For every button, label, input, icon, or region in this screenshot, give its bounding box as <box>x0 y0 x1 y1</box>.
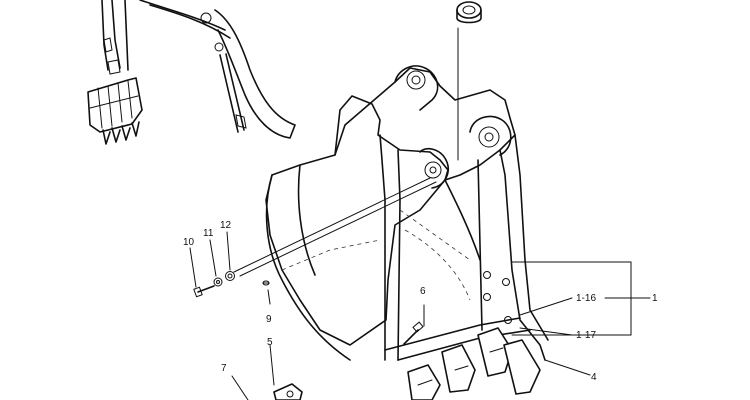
callout-1-16: 1-16 <box>576 293 596 304</box>
callout-9: 9 <box>266 314 272 325</box>
bolt-washer-set <box>193 271 235 298</box>
excavator-arm-inset <box>87 0 296 145</box>
callout-7: 7 <box>221 363 227 374</box>
side-cutter-part <box>273 383 303 400</box>
callout-10: 10 <box>183 237 195 248</box>
pin-part <box>233 177 437 286</box>
bucket-assembly <box>265 65 549 361</box>
bushing-part <box>456 1 482 161</box>
callout-4: 4 <box>591 372 597 383</box>
leader-lines <box>189 231 651 400</box>
callout-labels: 1 1-16 1-17 4 5 6 7 9 10 11 12 <box>183 220 658 383</box>
callout-1: 1 <box>652 293 658 304</box>
callout-5: 5 <box>267 337 273 348</box>
callout-6: 6 <box>420 286 426 297</box>
callout-12: 12 <box>220 220 232 231</box>
bolt-part-6 <box>403 321 424 345</box>
callout-1-17: 1-17 <box>576 330 596 341</box>
bucket-teeth <box>407 327 541 400</box>
callout-11: 11 <box>203 228 214 239</box>
